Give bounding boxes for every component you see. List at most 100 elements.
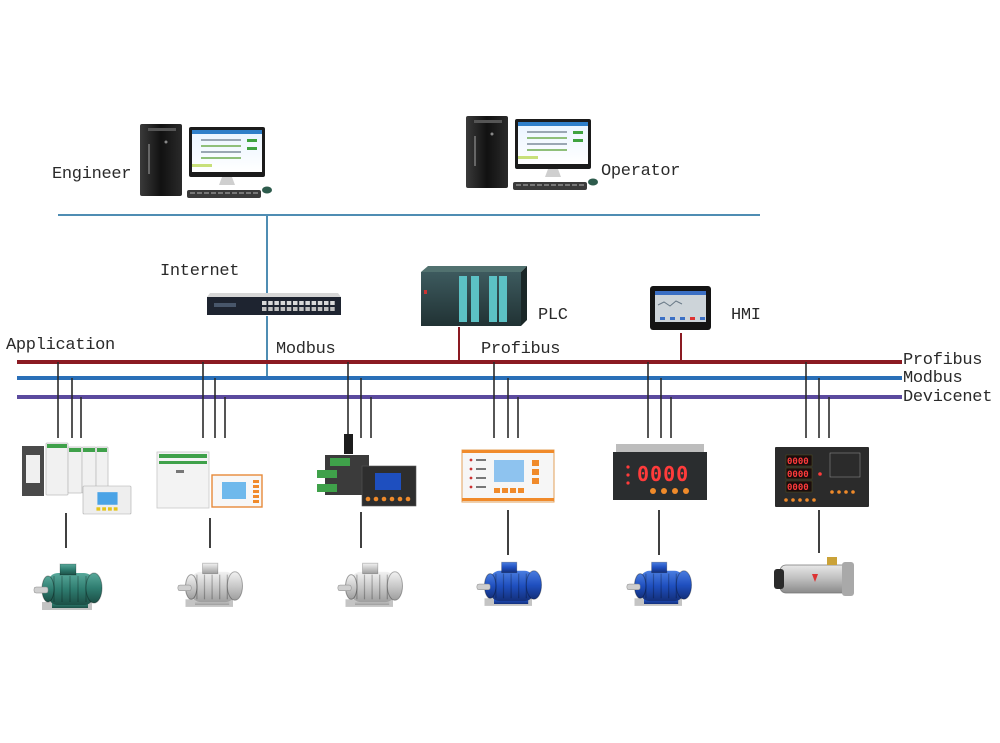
plc-label: PLC — [538, 306, 568, 325]
drop-lines-device-2 — [202, 362, 226, 438]
motor-shaft — [177, 584, 192, 591]
key — [253, 192, 258, 194]
protector-readout: 0000 — [787, 470, 809, 480]
lcd-screen — [222, 482, 246, 499]
plc-module-panel — [459, 276, 467, 322]
fan-cover — [386, 571, 403, 601]
key — [204, 192, 209, 194]
devicenet-bus-label: Devicenet — [903, 388, 993, 407]
protector-button — [812, 498, 816, 502]
plc-module-panel — [489, 276, 497, 322]
key — [523, 184, 528, 186]
screen-indicator — [573, 131, 583, 134]
switch-port — [305, 307, 310, 311]
network-switch — [207, 293, 341, 315]
motor-1-green — [33, 563, 103, 610]
screen-row — [201, 145, 241, 147]
key — [246, 192, 251, 194]
screen-indicator — [247, 139, 257, 142]
screen-indicator — [573, 139, 583, 142]
operator-mouse — [588, 178, 598, 186]
screen-row — [527, 137, 567, 139]
switch-port — [324, 301, 329, 305]
key — [225, 192, 230, 194]
switch-port — [330, 307, 335, 311]
motor-3-silver — [337, 562, 403, 607]
engineer-mouse — [262, 186, 272, 194]
panel-button — [532, 469, 539, 475]
motor-4-blue — [476, 561, 543, 606]
terminal-box — [202, 562, 219, 575]
module-label — [26, 455, 40, 483]
status-led — [469, 458, 473, 462]
led-label — [476, 477, 486, 479]
screen-row — [527, 143, 567, 145]
motor-shaft — [476, 583, 491, 590]
engineer-tower — [140, 124, 182, 196]
panel-button — [253, 490, 259, 493]
screen-titlebar — [518, 122, 588, 126]
drop-lines-device-1 — [57, 362, 82, 438]
key — [565, 184, 570, 186]
meter-button — [683, 488, 689, 494]
switch-top — [207, 293, 341, 297]
switch-port — [299, 301, 304, 305]
led-label — [476, 459, 486, 461]
plc-run-led — [424, 290, 427, 294]
protector-button — [805, 498, 809, 502]
terminal-block — [159, 461, 207, 464]
plc-device — [421, 266, 527, 326]
terminal-box — [651, 561, 668, 574]
wiring-diagram — [829, 452, 861, 478]
drop-lines-device-3 — [347, 362, 372, 438]
switch-port — [262, 301, 267, 305]
screen-titlebar — [192, 130, 262, 134]
engineer-workstation — [140, 124, 272, 198]
protector-readout: 0000 — [787, 457, 809, 467]
motor-body — [351, 571, 395, 603]
relay-module — [45, 442, 69, 496]
motor-body — [48, 573, 94, 605]
protector-button — [830, 490, 834, 494]
terminal-block — [317, 484, 337, 492]
terminal-box — [59, 563, 77, 576]
panel-top-strip — [462, 450, 554, 453]
key — [544, 184, 549, 186]
modbus-mid-label: Modbus — [276, 340, 336, 359]
front-slot — [148, 144, 150, 174]
panel-button — [494, 488, 500, 493]
led-label — [476, 468, 486, 470]
display-window — [785, 454, 813, 467]
panel-button — [373, 496, 379, 502]
fan-cover — [85, 572, 103, 604]
switch-port — [330, 301, 335, 305]
key — [197, 192, 202, 194]
protector-button — [791, 498, 795, 502]
hmi-label: HMI — [731, 306, 761, 325]
panel-button — [253, 485, 259, 488]
terminal-box — [362, 562, 379, 575]
panel-button — [365, 496, 371, 502]
switch-port — [268, 301, 273, 305]
hmi-titlebar — [655, 291, 706, 295]
power-led — [490, 132, 494, 136]
motor-shaft — [33, 586, 49, 594]
monitor-stand — [219, 177, 235, 185]
switch-port — [305, 301, 310, 305]
din-protector — [156, 451, 210, 509]
panel-button — [381, 496, 387, 502]
screen-indicator — [247, 147, 257, 150]
profibus-mid-label: Profibus — [481, 340, 561, 359]
terminal-block — [69, 448, 81, 452]
hmi-screen — [655, 291, 706, 322]
switch-port — [299, 307, 304, 311]
hmi-softkey — [680, 317, 685, 320]
motor-body — [640, 570, 684, 602]
key — [211, 192, 216, 194]
key — [516, 184, 521, 186]
status-led — [818, 472, 822, 476]
cable-connector — [344, 434, 353, 454]
